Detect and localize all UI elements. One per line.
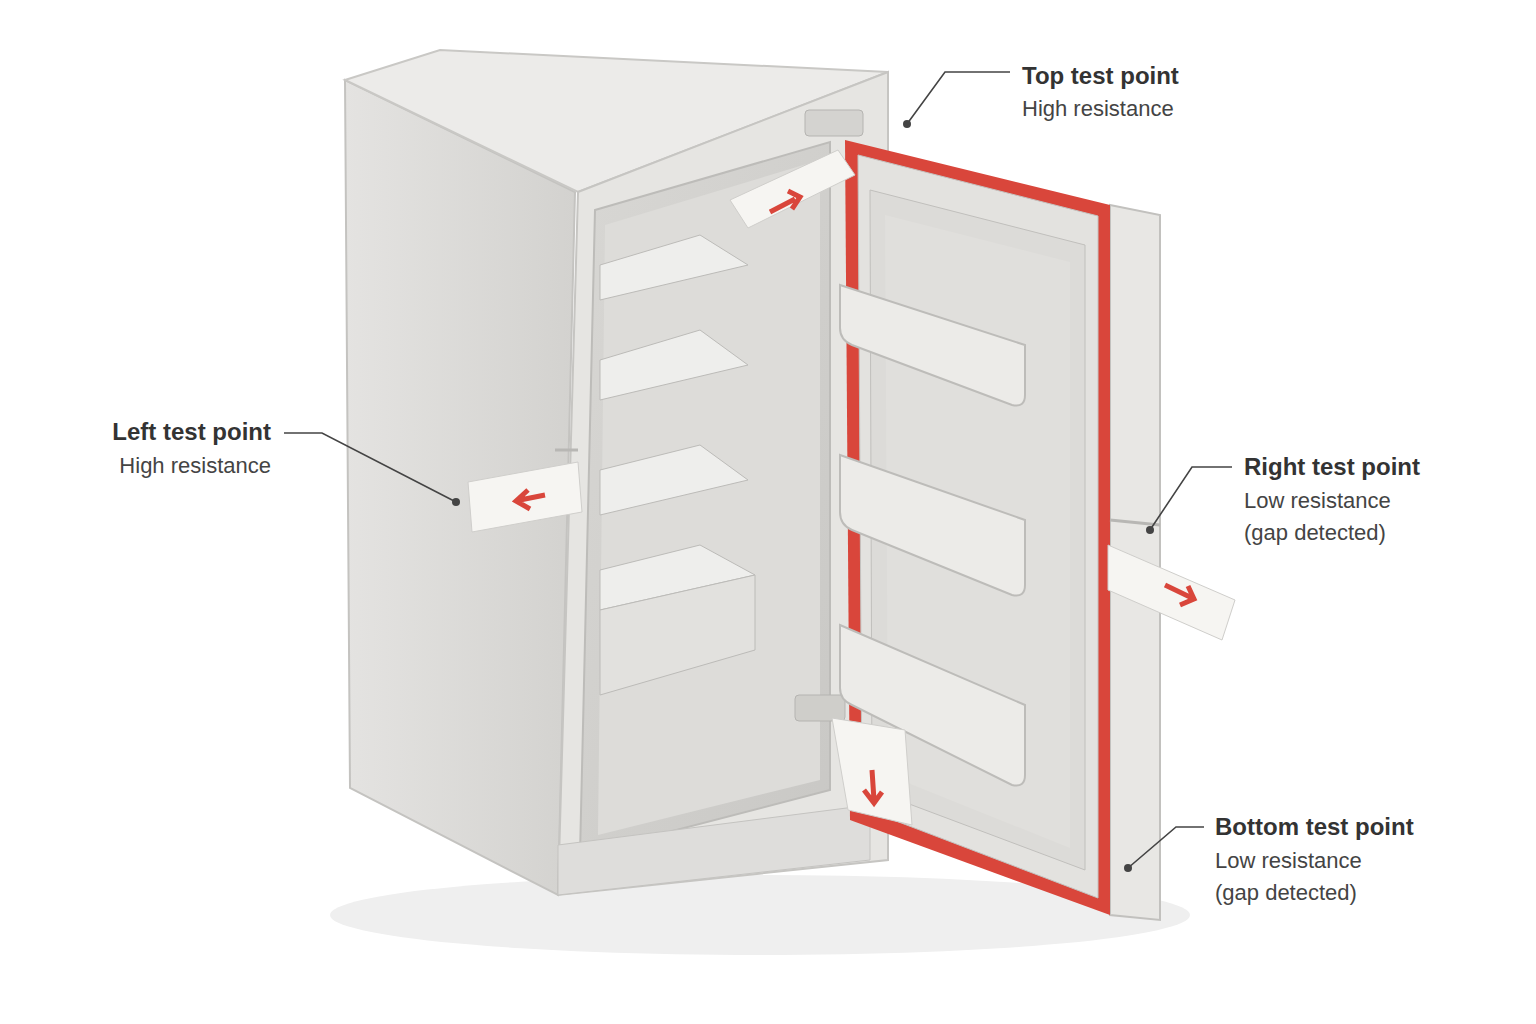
test-point-title: Right test point (1244, 450, 1420, 485)
test-point-reading: High resistance (119, 450, 271, 482)
test-point-reading: Low resistance (gap detected) (1244, 485, 1434, 549)
test-point-reading: Low resistance (gap detected) (1215, 845, 1405, 909)
test-point-title: Top test point (1022, 59, 1179, 94)
test-point-title: Bottom test point (1215, 810, 1414, 845)
test-point-reading: High resistance (1022, 93, 1174, 125)
test-point-title: Left test point (112, 415, 271, 450)
